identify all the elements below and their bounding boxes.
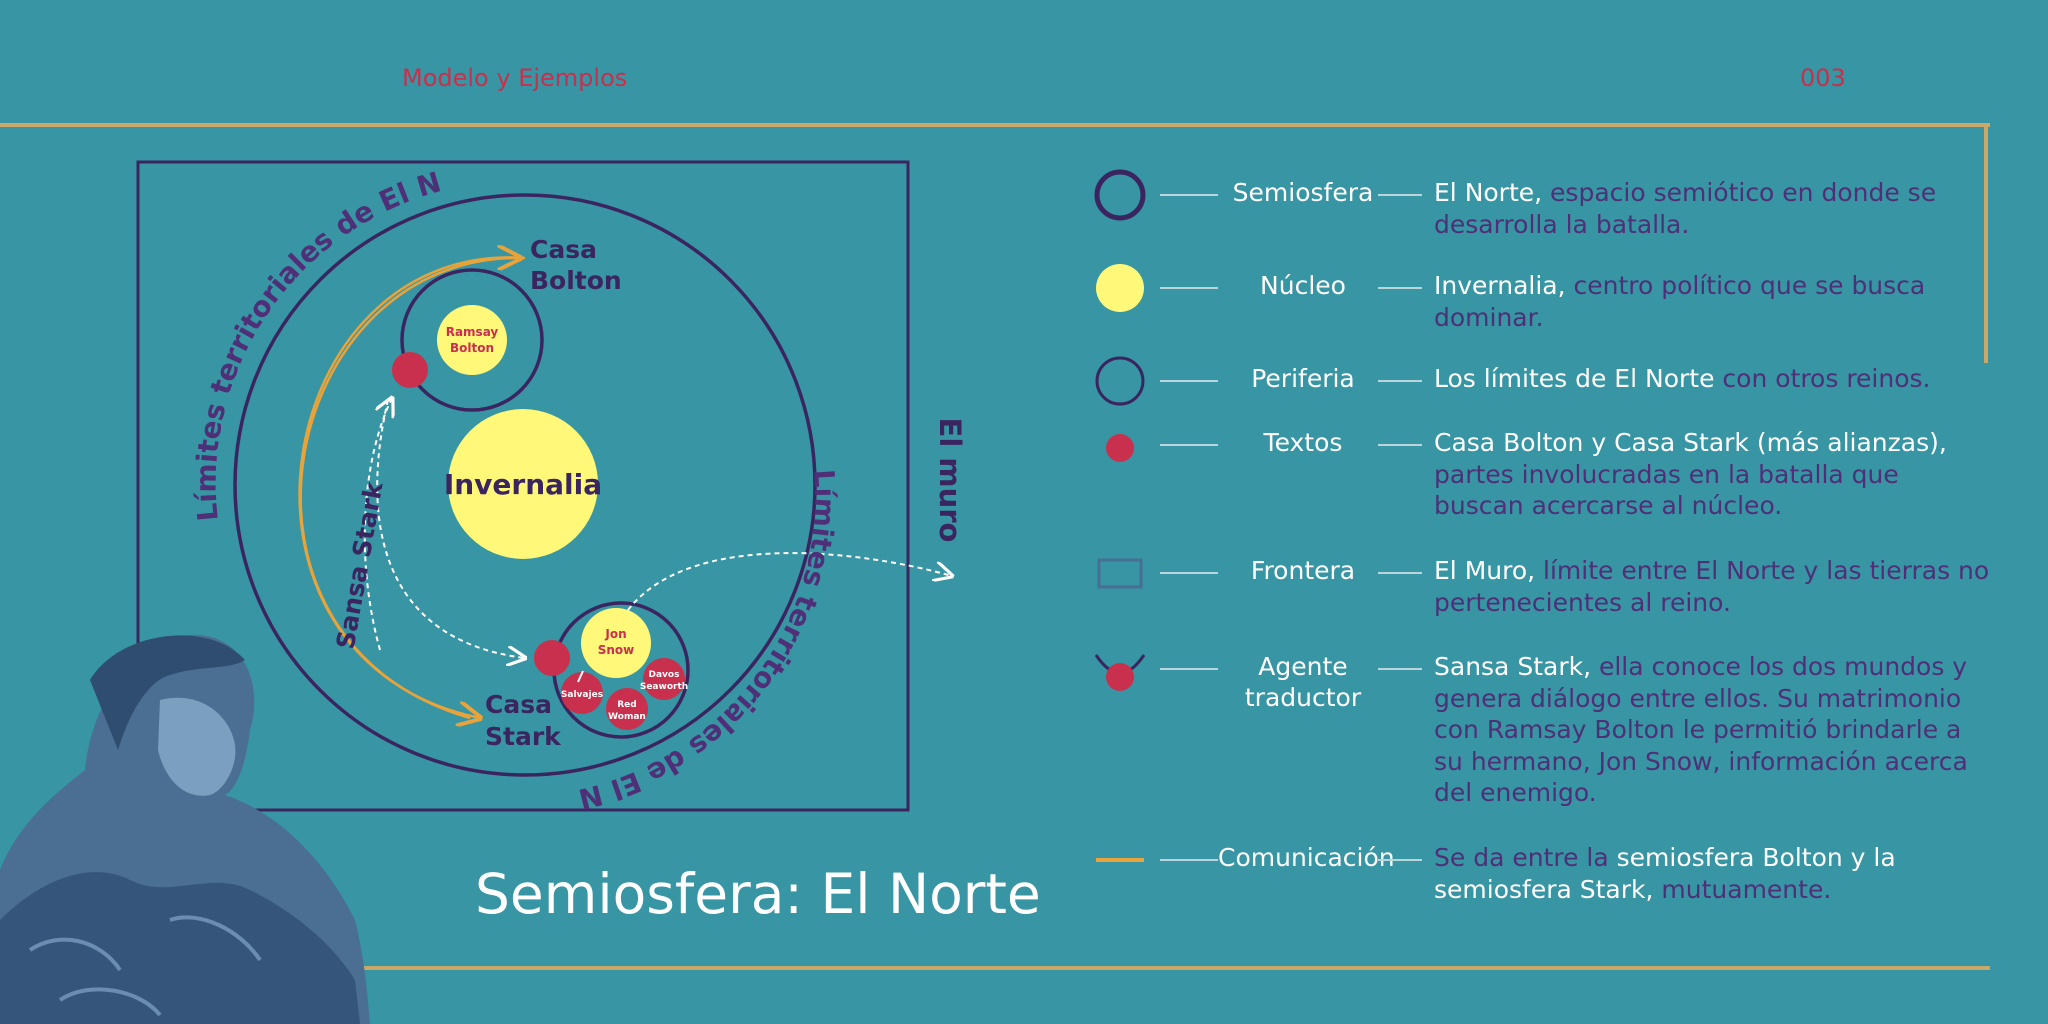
jon-snow-core [581,608,651,678]
legend-term: Semiosfera [1232,178,1374,207]
agent-arrow-2 [363,398,392,651]
semiosphere-ring-icon [1094,169,1146,221]
legend-term: Núcleo [1260,271,1346,300]
right-rule [1984,123,1988,363]
ramsay-core [437,305,507,375]
agent-arrow-1 [376,399,525,658]
ramsay-label-1: Ramsay [446,325,499,339]
frontier-rect-icon [1097,558,1143,589]
bolton-text-dot [392,352,428,388]
semiosphere-circle [233,193,817,777]
frontier-rect [136,160,910,812]
communication-arrow-2 [299,258,520,720]
small-arrow [577,670,584,683]
legend-desc: Casa Bolton y Casa Stark (más alianzas),… [1434,428,1947,520]
casa-stark-label-2: Stark [485,722,562,751]
page-title: Semiosfera: El Norte [475,862,1041,926]
left-boundary-label: Límites territoriales de El Norte [0,0,445,523]
semiosphere-diagram: Invernalia Ramsay Bolton Casa Bolton Jon… [0,0,967,816]
salvajes-circle [561,672,603,714]
legend-term: Comunicación [1218,843,1395,872]
legend-term: Periferia [1251,364,1355,393]
legend-desc: El Norte, espacio semiótico en donde se … [1434,178,1937,239]
legend-term: Textos [1263,428,1343,457]
legend-desc: Sansa Stark, ella conoce los dos mundos … [1434,652,1968,807]
jon-to-wall-arrow [627,552,952,611]
wall-label: El muro [933,418,967,543]
jon-label-1: Jon [604,627,626,641]
legend-desc: Invernalia, centro político que se busca… [1434,271,1926,332]
invernalia-core [448,409,598,559]
bolton-semiosphere [400,268,544,412]
legend: Semiosfera El Norte, espacio semiótico e… [1090,0,1990,1024]
davos-label-2: Seaworth [640,682,688,692]
periphery-ring-icon [1095,356,1145,406]
jon-label-2: Snow [598,643,635,657]
core-dot-icon [1096,264,1144,312]
davos-label-1: Davos [649,670,680,680]
translator-agent-icon [1094,654,1146,691]
casa-bolton-label-2: Bolton [530,266,622,295]
bottom-rule [355,966,1990,970]
casa-bolton-label-1: Casa [530,235,597,264]
legend-desc: Se da entre la semiosfera Bolton y la se… [1434,843,1896,904]
salvajes-label: Salvajes [561,690,603,700]
legend-desc: Los límites de El Norte con otros reinos… [1434,364,1931,393]
invernalia-label: Invernalia [444,468,602,501]
legend-desc: El Muro, límite entre El Norte y las tie… [1434,556,1990,617]
legend-term: Frontera [1250,556,1356,585]
top-rule [0,123,1990,127]
jon-snow-photo [0,634,370,1024]
legend-term: Agente traductor [1244,652,1362,712]
red-woman-label-1: Red [617,700,636,710]
stark-text-dot [534,640,570,676]
casa-stark-label-1: Casa [485,690,552,719]
section-title: Modelo y Ejemplos [402,64,628,92]
ramsay-label-2: Bolton [450,341,494,355]
text-dot-icon [1106,434,1134,462]
communication-line-icon [1096,858,1144,862]
red-woman-label-2: Woman [608,712,646,722]
page-number: 003 [1800,64,1846,92]
red-woman-circle [606,688,648,730]
davos-circle [643,658,685,700]
